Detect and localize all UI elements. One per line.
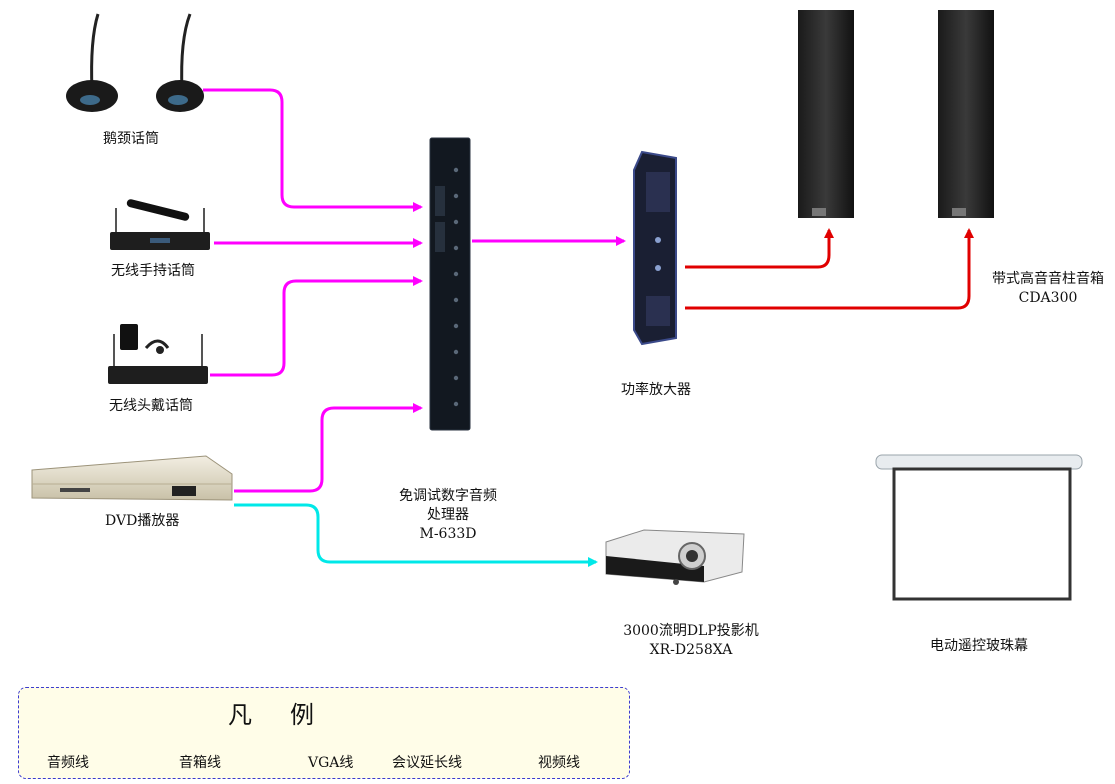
- speaker-lines: [685, 228, 974, 310]
- processor-label: 免调试数字音频 处理器 M-633D: [392, 487, 504, 544]
- column-speaker-right-icon: [938, 10, 994, 218]
- projection-screen-icon: [875, 454, 1083, 601]
- projector-name: 3000流明DLP投影机: [623, 623, 759, 639]
- power-amplifier-icon: [633, 150, 677, 346]
- processor-name-line1: 免调试数字音频: [399, 488, 497, 504]
- wireless-handheld-receiver-icon: [110, 199, 210, 250]
- legend-title: 凡例: [228, 701, 352, 729]
- gooseneck-mic-label: 鹅颈话筒: [103, 131, 159, 147]
- column-speaker-left-icon: [798, 10, 854, 218]
- processor-model: M-633D: [419, 526, 477, 542]
- amplifier-label: 功率放大器: [621, 382, 691, 398]
- speakers-name: 带式高音音柱音箱: [992, 271, 1104, 287]
- projector-model: XR-D258XA: [649, 642, 733, 658]
- speakers-model: CDA300: [1018, 290, 1078, 306]
- projector-label: 3000流明DLP投影机 XR-D258XA: [616, 622, 766, 660]
- wireless-headset-receiver-icon: [108, 324, 208, 384]
- processor-name-line2: 处理器: [427, 507, 469, 523]
- legend-item-video: 视频线: [538, 755, 580, 771]
- dvd-player-icon: [31, 455, 233, 501]
- wireless-handheld-mic-label: 无线手持话筒: [111, 263, 195, 279]
- wireless-headset-mic-label: 无线头戴话筒: [109, 398, 193, 414]
- legend-item-extension: 会议延长线: [392, 755, 462, 771]
- legend-item-audio: 音频线: [47, 755, 89, 771]
- legend-item-vga: VGA线: [308, 755, 354, 771]
- projector-icon: [605, 529, 745, 585]
- video-line: [234, 503, 598, 567]
- dvd-player-label: DVD播放器: [105, 513, 180, 529]
- audio-lines: [203, 88, 626, 493]
- gooseneck-mic-icon: [66, 13, 204, 112]
- legend-item-speaker: 音箱线: [179, 755, 221, 771]
- speakers-label: 带式高音音柱音箱 CDA300: [984, 270, 1112, 308]
- audio-processor-icon: [429, 137, 471, 431]
- screen-label: 电动遥控玻珠幕: [930, 638, 1028, 654]
- legend-box: [18, 687, 630, 779]
